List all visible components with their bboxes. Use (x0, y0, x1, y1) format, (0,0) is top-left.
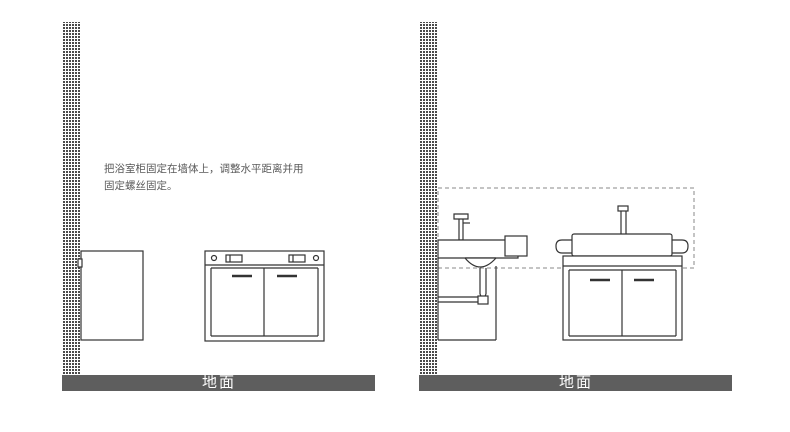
basin-side-view (437, 213, 528, 341)
left-wall (62, 22, 81, 375)
instruction-line-2: 固定螺丝固定。 (104, 180, 178, 192)
right-floor (419, 375, 732, 391)
left-panel (62, 22, 375, 391)
instruction-line-1: 把浴室柜固定在墙体上，调整水平距离并用 (104, 163, 304, 175)
wall-mounted-cabinet-side (77, 250, 144, 341)
cabinet-front-view (204, 250, 325, 342)
right-panel (419, 22, 732, 391)
left-floor (62, 375, 375, 391)
installation-instruction: 把浴室柜固定在墙体上，调整水平距离并用 固定螺丝固定。 (104, 161, 304, 195)
left-floor-label: 地面 (201, 373, 236, 391)
cabinet-with-basin-front-view (555, 205, 689, 341)
right-floor-label: 地面 (558, 373, 593, 391)
right-wall (419, 22, 438, 375)
